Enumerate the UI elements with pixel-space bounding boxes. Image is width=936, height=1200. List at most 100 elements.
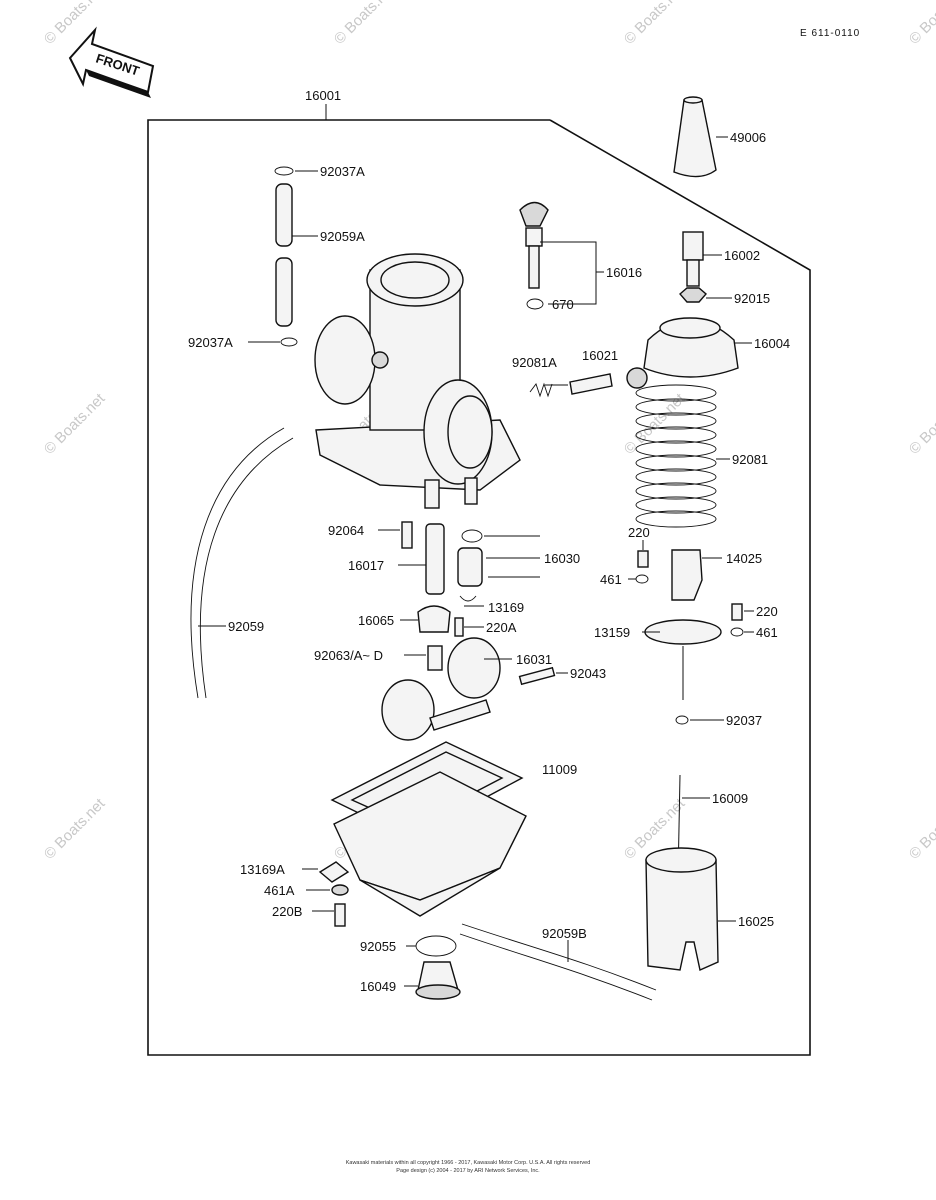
watermark: © Boats.net bbox=[41, 390, 109, 458]
assembly-frame bbox=[147, 119, 811, 1056]
callout-92043: 92043 bbox=[570, 666, 606, 681]
washer bbox=[730, 627, 744, 637]
air-screw-head bbox=[519, 201, 549, 227]
callout-14025: 14025 bbox=[726, 551, 762, 566]
callout-670: 670 bbox=[552, 297, 574, 312]
callout-16021: 16021 bbox=[582, 348, 618, 363]
clip-ring bbox=[280, 337, 298, 347]
watermark: © Boats.net bbox=[41, 795, 109, 863]
o-ring bbox=[461, 529, 483, 543]
vent-tube-upper bbox=[275, 183, 293, 247]
watermark: © Boats.net bbox=[906, 795, 936, 863]
callout-92037a: 92037A bbox=[320, 164, 365, 179]
washer bbox=[635, 574, 649, 584]
callout-92037a-lower: 92037A bbox=[188, 335, 233, 350]
callout-16009: 16009 bbox=[712, 791, 748, 806]
callout-16016: 16016 bbox=[606, 265, 642, 280]
vent-tube-b bbox=[461, 923, 657, 991]
watermark: © Boats.net bbox=[331, 0, 399, 48]
cable-adjuster bbox=[682, 231, 704, 261]
callout-16030: 16030 bbox=[544, 551, 580, 566]
callout-16065: 16065 bbox=[358, 613, 394, 628]
rubber-cap-top bbox=[683, 96, 703, 104]
lock-nut bbox=[679, 287, 707, 303]
callout-16001: 16001 bbox=[305, 88, 341, 103]
throttle-stop-screw bbox=[569, 373, 613, 395]
main-jet bbox=[427, 645, 443, 671]
float-bowl-base bbox=[359, 867, 501, 917]
callout-220a: 220A bbox=[486, 620, 517, 635]
page-design-line: Page design (c) 2004 - 2017 by ARI Netwo… bbox=[396, 1168, 540, 1174]
watermark: © Boats.net bbox=[621, 0, 689, 48]
watermark: © Boats.net bbox=[41, 0, 109, 48]
callout-13159: 13159 bbox=[594, 625, 630, 640]
throttle-spring bbox=[635, 384, 717, 528]
watermark: © Boats.net bbox=[906, 390, 936, 458]
drain-plug-base bbox=[415, 984, 461, 1000]
clip-ring bbox=[274, 166, 294, 176]
callout-92059: 92059 bbox=[228, 619, 264, 634]
callout-92081a: 92081A bbox=[512, 355, 557, 370]
front-arrow-icon: FRONT bbox=[68, 26, 155, 98]
drain-gasket bbox=[415, 935, 457, 957]
screw bbox=[731, 603, 743, 621]
copyright-line: Kawasaki materials within all copyright … bbox=[346, 1160, 591, 1166]
callout-461: 461 bbox=[600, 572, 622, 587]
callout-461-right: 461 bbox=[756, 625, 778, 640]
jet-needle-clip bbox=[401, 521, 413, 549]
callout-92055: 92055 bbox=[360, 939, 396, 954]
callout-16031: 16031 bbox=[516, 652, 552, 667]
callout-49006: 49006 bbox=[730, 130, 766, 145]
top-cap-boss bbox=[659, 317, 721, 339]
jet-holder bbox=[417, 605, 451, 633]
drain-hose bbox=[190, 427, 285, 699]
screw bbox=[637, 550, 649, 568]
callout-16025: 16025 bbox=[738, 914, 774, 929]
diagram-reference-code: E 611-0110 bbox=[800, 28, 860, 39]
float-valve-seat bbox=[457, 547, 483, 587]
throttle-stop-knob bbox=[626, 367, 648, 389]
vent-tube-lower bbox=[275, 257, 293, 327]
air-screw-shaft bbox=[528, 245, 540, 289]
callout-92059b: 92059B bbox=[542, 926, 587, 941]
callout-13169a: 13169A bbox=[240, 862, 285, 877]
callout-labels: 16001 49006 92037A 92059A 16016 670 1600… bbox=[188, 88, 790, 994]
callout-220b: 220B bbox=[272, 904, 302, 919]
callout-11009: 11009 bbox=[542, 762, 577, 777]
callout-92064: 92064 bbox=[328, 523, 364, 538]
leader-lines bbox=[198, 136, 754, 987]
callout-92037: 92037 bbox=[726, 713, 762, 728]
callout-92059a: 92059A bbox=[320, 229, 365, 244]
callout-461a: 461A bbox=[264, 883, 295, 898]
float-pin bbox=[518, 666, 556, 686]
air-screw-body bbox=[525, 227, 543, 247]
watermark: © Boats.net bbox=[906, 0, 936, 48]
callout-92063: 92063/A~ D bbox=[314, 648, 383, 663]
needle-clip bbox=[675, 715, 689, 725]
o-ring bbox=[526, 298, 544, 310]
needle-jet bbox=[425, 523, 445, 595]
callout-92081: 92081 bbox=[732, 452, 768, 467]
vent-tube-b-edge bbox=[459, 933, 653, 1001]
callout-16004: 16004 bbox=[754, 336, 790, 351]
rubber-cap bbox=[673, 99, 717, 178]
screw bbox=[334, 903, 346, 927]
idle-spring bbox=[529, 382, 553, 398]
washer bbox=[331, 884, 349, 896]
needle-retainer bbox=[671, 549, 703, 601]
callout-220: 220 bbox=[628, 525, 650, 540]
callout-220-right: 220 bbox=[756, 604, 778, 619]
float-pin-clip bbox=[459, 595, 477, 602]
float-bowl-clip bbox=[318, 861, 350, 883]
callout-92015: 92015 bbox=[734, 291, 770, 306]
screw bbox=[454, 617, 464, 637]
callout-16049: 16049 bbox=[360, 979, 396, 994]
callout-16017: 16017 bbox=[348, 558, 384, 573]
drain-hose-edge bbox=[199, 437, 294, 699]
float-assembly bbox=[381, 637, 501, 741]
callout-16002: 16002 bbox=[724, 248, 760, 263]
callout-13169: 13169 bbox=[488, 600, 524, 615]
cable-adjuster-thread bbox=[686, 259, 700, 287]
throttle-valve bbox=[645, 847, 719, 971]
